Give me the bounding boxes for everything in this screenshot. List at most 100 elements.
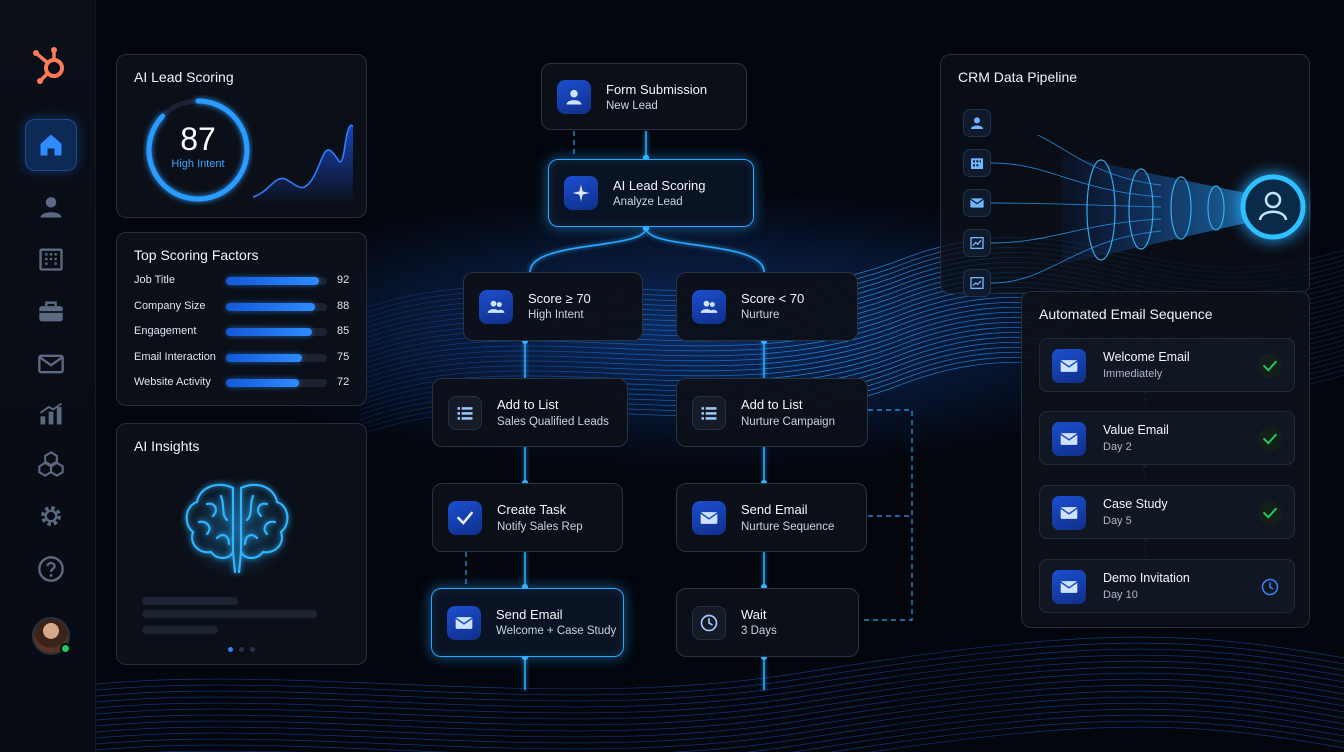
crm-pipeline-title: CRM Data Pipeline	[958, 69, 1078, 85]
factor-bar-fill	[226, 328, 312, 336]
sidebar-item-deals[interactable]	[25, 286, 77, 338]
clock-icon	[692, 605, 726, 640]
node-subtitle: Welcome + Case Study	[496, 625, 617, 637]
crm-pipeline-panel: CRM Data Pipeline	[940, 54, 1310, 297]
background-floor-line	[152, 708, 1344, 752]
background-floor-line	[0, 666, 1344, 729]
factor-value: 92	[337, 274, 350, 286]
clock-icon	[1258, 575, 1282, 599]
node-title: Score ≥ 70	[528, 291, 591, 306]
factor-bar	[226, 379, 327, 387]
scoring-factors-title: Top Scoring Factors	[134, 247, 259, 263]
brain-icon	[179, 475, 295, 579]
background-floor-line	[0, 684, 1344, 747]
email-timing: Immediately	[1103, 368, 1163, 380]
node-title: Add to List	[741, 397, 803, 412]
sidebar-item-companies[interactable]	[25, 233, 77, 285]
chart-icon	[963, 229, 991, 257]
branch-nurture-node[interactable]: Score < 70 Nurture	[676, 272, 858, 341]
send-welcome-email-node[interactable]: Send Email Welcome + Case Study	[431, 588, 624, 657]
node-subtitle: Notify Sales Rep	[497, 521, 583, 533]
email-icon	[38, 354, 64, 374]
node-subtitle: Nurture Campaign	[741, 416, 835, 428]
node-subtitle: High Intent	[528, 309, 584, 321]
add-to-list-nurture-node[interactable]: Add to List Nurture Campaign	[676, 378, 868, 447]
sidebar-item-reports[interactable]	[25, 388, 77, 440]
sidebar	[0, 0, 96, 752]
sidebar-item-home[interactable]	[25, 119, 77, 171]
node-subtitle: Nurture Sequence	[741, 521, 835, 533]
factor-label: Engagement	[134, 325, 197, 337]
check-icon	[1258, 427, 1282, 451]
factor-bar-fill	[226, 277, 319, 285]
contact-icon	[557, 79, 591, 114]
online-status-indicator	[60, 643, 71, 654]
wait-delay-node[interactable]: Wait 3 Days	[676, 588, 859, 657]
create-task-node[interactable]: Create Task Notify Sales Rep	[432, 483, 623, 552]
factor-value: 72	[337, 376, 350, 388]
user-avatar[interactable]	[32, 617, 71, 655]
users-icon	[692, 289, 726, 324]
email-timing: Day 2	[1103, 441, 1132, 453]
factor-bar	[226, 354, 327, 362]
email-icon	[1052, 570, 1086, 604]
check-icon	[1258, 354, 1282, 378]
email-name: Case Study	[1103, 497, 1168, 511]
background-floor-line	[73, 702, 1344, 752]
hubspot-logo-icon[interactable]	[29, 43, 73, 87]
sidebar-item-contacts[interactable]	[25, 181, 77, 233]
sidebar-item-help[interactable]	[25, 543, 77, 595]
ai-lead-scoring-node[interactable]: AI Lead Scoring Analyze Lead	[548, 159, 754, 227]
sidebar-item-integrations[interactable]	[25, 438, 77, 490]
background-floor-line	[868, 726, 1344, 752]
ai-insights-title: AI Insights	[134, 438, 200, 454]
factor-bar	[226, 303, 327, 311]
background-floor-line	[0, 660, 1344, 723]
background-floor-line	[829, 720, 1344, 752]
checkbox-icon	[448, 500, 482, 535]
trigger-form-submission-node[interactable]: Form Submission New Lead	[541, 63, 747, 130]
send-nurture-email-node[interactable]: Send Email Nurture Sequence	[676, 483, 867, 552]
background-floor-line	[0, 654, 1344, 717]
sidebar-item-email[interactable]	[25, 338, 77, 390]
email-icon	[1052, 422, 1086, 456]
node-title: Form Submission	[606, 82, 708, 97]
email-icon	[1052, 349, 1086, 383]
factor-label: Email Interaction	[134, 351, 216, 363]
factor-label: Job Title	[134, 274, 175, 286]
email-timing: Day 10	[1103, 589, 1138, 601]
email-name: Value Email	[1103, 423, 1169, 437]
sidebar-item-settings[interactable]	[25, 490, 77, 542]
node-title: Add to List	[497, 397, 559, 412]
node-title: Score < 70	[741, 291, 805, 306]
lead-score-value: 87	[180, 121, 216, 157]
email-sequence-title: Automated Email Sequence	[1039, 306, 1213, 322]
factor-label: Website Activity	[134, 376, 211, 388]
data-pipeline-funnel	[991, 135, 1306, 284]
sparkle-icon	[564, 176, 598, 210]
analytics-icon	[963, 269, 991, 297]
companies-icon	[39, 248, 63, 271]
factor-bar	[226, 328, 327, 336]
contacts-icon	[40, 197, 62, 218]
list-icon	[448, 395, 482, 430]
background-floor-line	[0, 690, 1344, 752]
add-to-list-sql-node[interactable]: Add to List Sales Qualified Leads	[432, 378, 628, 447]
factor-bar-fill	[226, 303, 315, 311]
home-icon	[40, 134, 62, 156]
background-floor-line	[0, 648, 1344, 711]
carousel-dots[interactable]	[228, 647, 255, 652]
email-timing: Day 5	[1103, 515, 1132, 527]
users-icon	[479, 289, 513, 324]
branch-high-intent-node[interactable]: Score ≥ 70 High Intent	[463, 272, 643, 341]
node-title: AI Lead Scoring	[613, 178, 706, 193]
node-subtitle: Analyze Lead	[613, 196, 683, 208]
